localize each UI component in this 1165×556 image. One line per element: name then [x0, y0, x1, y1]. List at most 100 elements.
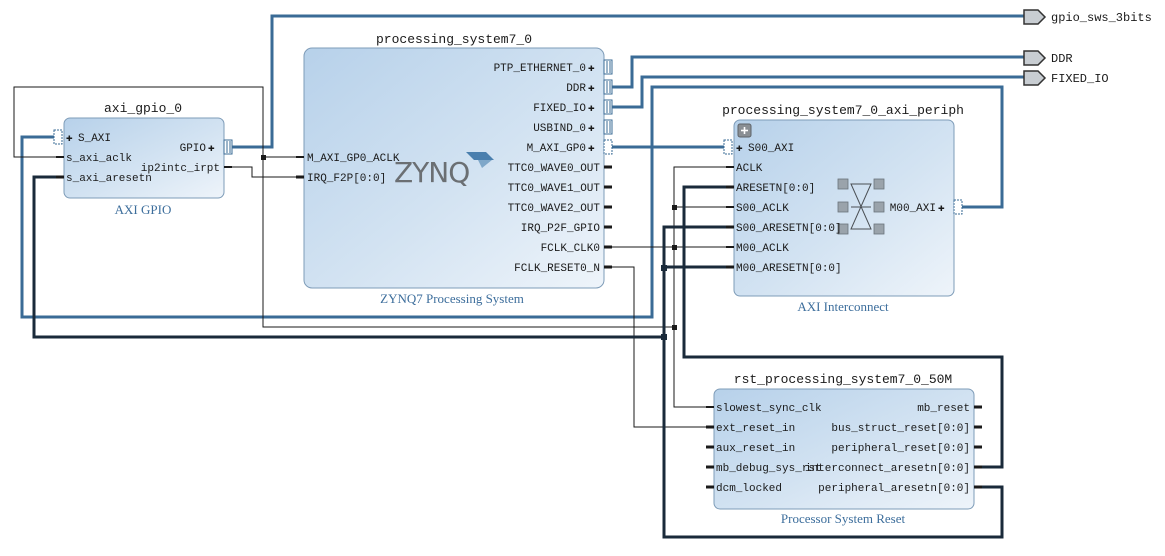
pin-m00-axi-plus[interactable]: ✚: [938, 203, 945, 215]
pin-interconnect-aresetn-label: interconnect_aresetn[0:0]: [805, 463, 970, 475]
pin-aux-reset-in[interactable]: aux_reset_in: [706, 443, 795, 455]
pin-peripheral-reset-label: peripheral_reset[0:0]: [831, 443, 970, 455]
zynq-logo: ZYNQ: [394, 152, 494, 189]
pin-ext-reset-in[interactable]: ext_reset_in: [706, 423, 795, 435]
pin-gpio-plus[interactable]: ✚: [208, 143, 215, 155]
pin-m00-axi-label: M00_AXI: [890, 203, 936, 215]
net-ddr-bus[interactable]: [612, 55, 1025, 89]
block-axi-gpio[interactable]: axi_gpio_0 AXI GPIO ✚ S_AXI s_axi_aclk s…: [53, 101, 233, 217]
pin-bus-struct-reset-label: bus_struct_reset[0:0]: [831, 423, 970, 435]
pin-m00-aresetn-label: M00_ARESETN[0:0]: [736, 263, 842, 275]
external-port-ddr-label: DDR: [1051, 52, 1073, 66]
net-fixedio-bus[interactable]: [612, 75, 1025, 109]
expand-hierarchy-button[interactable]: [737, 123, 752, 138]
pin-aclk-label: ACLK: [736, 163, 763, 175]
pin-s00-axi-plus[interactable]: ✚: [736, 143, 743, 155]
pin-s00-aclk[interactable]: S00_ACLK: [726, 203, 789, 215]
net-interconnect-aresetn[interactable]: [682, 185, 1004, 469]
pin-aux-reset-in-label: aux_reset_in: [716, 443, 795, 455]
pin-s-axi-label: S_AXI: [78, 133, 111, 145]
net-peripheral-aresetn[interactable]: [32, 175, 1004, 539]
pin-ddr-plus[interactable]: ✚: [588, 83, 595, 95]
pin-usbind-0[interactable]: USBIND_0 ✚: [533, 119, 613, 135]
pin-irq-f2p[interactable]: IRQ_F2P[0:0]: [296, 173, 386, 185]
pin-s00-axi-label: S00_AXI: [748, 143, 794, 155]
pin-aclk[interactable]: ACLK: [726, 163, 763, 175]
pin-fclk-clk0[interactable]: FCLK_CLK0: [541, 243, 612, 255]
pin-slowest-sync-clk[interactable]: slowest_sync_clk: [706, 403, 822, 415]
pin-m-axi-gp0[interactable]: M_AXI_GP0 ✚: [527, 139, 613, 155]
block-proc-sys-reset[interactable]: rst_processing_system7_0_50M Processor S…: [706, 372, 982, 526]
pin-ddr[interactable]: DDR ✚: [566, 79, 613, 95]
pin-fixed-io[interactable]: FIXED_IO ✚: [533, 99, 613, 115]
pin-ttc0-wave1-out[interactable]: TTC0_WAVE1_OUT: [508, 183, 612, 195]
block-axi-interconnect-title: processing_system7_0_axi_periph: [722, 103, 964, 118]
pin-irq-p2f-gpio[interactable]: IRQ_P2F_GPIO: [521, 223, 612, 235]
pin-fixed-io-plus[interactable]: ✚: [588, 103, 595, 115]
net-m00axi-bus[interactable]: [20, 85, 1004, 319]
pin-gpio[interactable]: GPIO ✚: [180, 139, 233, 155]
pin-m00-aclk[interactable]: M00_ACLK: [726, 243, 789, 255]
pin-ptp-ethernet-0-plus[interactable]: ✚: [588, 63, 595, 75]
pin-peripheral-aresetn[interactable]: peripheral_aresetn[0:0]: [818, 483, 982, 495]
pin-ip2intc-irpt-label: ip2intc_irpt: [141, 163, 220, 175]
pin-ttc0-wave0-out-label: TTC0_WAVE0_OUT: [508, 163, 601, 175]
pin-mb-reset-label: mb_reset: [917, 403, 970, 415]
pin-s-axi-plus[interactable]: ✚: [66, 133, 73, 145]
pin-ttc0-wave2-out[interactable]: TTC0_WAVE2_OUT: [508, 203, 612, 215]
pin-ext-reset-in-label: ext_reset_in: [716, 423, 795, 435]
block-zynq-ps7[interactable]: processing_system7_0 ZYNQ7 Processing Sy…: [296, 32, 613, 306]
pin-m00-aresetn[interactable]: M00_ARESETN[0:0]: [726, 263, 842, 275]
pin-ptp-ethernet-0[interactable]: PTP_ETHERNET_0 ✚: [494, 59, 613, 75]
pin-s-axi-aclk-label: s_axi_aclk: [66, 153, 132, 165]
net-fclk-reset[interactable]: [610, 266, 710, 428]
pin-s00-aresetn[interactable]: S00_ARESETN[0:0]: [726, 223, 842, 235]
pin-s00-aclk-label: S00_ACLK: [736, 203, 789, 215]
pin-ttc0-wave0-out[interactable]: TTC0_WAVE0_OUT: [508, 163, 612, 175]
pin-s-axi-aclk[interactable]: s_axi_aclk: [56, 153, 132, 165]
pin-mb-debug-sys-rst[interactable]: mb_debug_sys_rst: [706, 463, 822, 475]
svg-text:ZYNQ: ZYNQ: [394, 156, 469, 189]
pin-s00-axi[interactable]: ✚ S00_AXI: [723, 139, 794, 155]
net-gpio-bus[interactable]: [228, 14, 1025, 149]
pin-mb-debug-sys-rst-label: mb_debug_sys_rst: [716, 463, 822, 475]
pin-m-axi-gp0-plus[interactable]: ✚: [588, 143, 595, 155]
pin-mb-reset[interactable]: mb_reset: [917, 403, 982, 415]
external-port-gpio[interactable]: gpio_sws_3bits: [1023, 9, 1152, 25]
block-proc-sys-reset-title: rst_processing_system7_0_50M: [734, 372, 952, 387]
external-port-gpio-label: gpio_sws_3bits: [1051, 11, 1152, 25]
pin-m-axi-gp0-aclk-label: M_AXI_GP0_ACLK: [307, 153, 400, 165]
net-irq[interactable]: [230, 166, 300, 178]
pin-m-axi-gp0-label: M_AXI_GP0: [527, 143, 586, 155]
pin-fclk-reset0-n[interactable]: FCLK_RESET0_N: [514, 263, 612, 275]
external-port-fixed-io[interactable]: FIXED_IO: [1023, 70, 1109, 86]
pin-ip2intc-irpt[interactable]: ip2intc_irpt: [141, 163, 232, 175]
pin-aresetn-label: ARESETN[0:0]: [736, 183, 815, 195]
pin-usbind-0-plus[interactable]: ✚: [588, 123, 595, 135]
pin-s-axi-aresetn[interactable]: s_axi_aresetn: [56, 173, 152, 185]
pin-s00-aresetn-label: S00_ARESETN[0:0]: [736, 223, 842, 235]
pin-dcm-locked[interactable]: dcm_locked: [706, 483, 782, 495]
pin-peripheral-reset[interactable]: peripheral_reset[0:0]: [831, 443, 982, 455]
pin-m00-axi[interactable]: M00_AXI ✚: [890, 199, 963, 215]
external-ports: gpio_sws_3bits DDR FIXED_IO: [1023, 9, 1152, 86]
external-port-fixed-io-label: FIXED_IO: [1051, 72, 1109, 86]
pin-irq-p2f-gpio-label: IRQ_P2F_GPIO: [521, 223, 601, 235]
pin-ddr-label: DDR: [566, 83, 586, 95]
pin-peripheral-aresetn-label: peripheral_aresetn[0:0]: [818, 483, 970, 495]
pin-s-axi[interactable]: ✚ S_AXI: [53, 129, 111, 145]
pin-bus-struct-reset[interactable]: bus_struct_reset[0:0]: [831, 423, 982, 435]
block-axi-interconnect-subtitle: AXI Interconnect: [797, 299, 889, 314]
pin-aresetn[interactable]: ARESETN[0:0]: [726, 183, 815, 195]
pin-s-axi-aresetn-label: s_axi_aresetn: [66, 173, 152, 185]
external-port-ddr[interactable]: DDR: [1023, 50, 1073, 66]
pin-interconnect-aresetn[interactable]: interconnect_aresetn[0:0]: [805, 463, 982, 475]
pin-slowest-sync-clk-label: slowest_sync_clk: [716, 403, 822, 415]
pin-fclk-reset0-n-label: FCLK_RESET0_N: [514, 263, 600, 275]
pin-dcm-locked-label: dcm_locked: [716, 483, 782, 495]
block-axi-interconnect[interactable]: processing_system7_0_axi_periph AXI Inte…: [722, 103, 964, 314]
pin-m-axi-gp0-aclk[interactable]: M_AXI_GP0_ACLK: [296, 153, 400, 165]
nets: [13, 14, 1025, 539]
pin-irq-f2p-label: IRQ_F2P[0:0]: [307, 173, 386, 185]
